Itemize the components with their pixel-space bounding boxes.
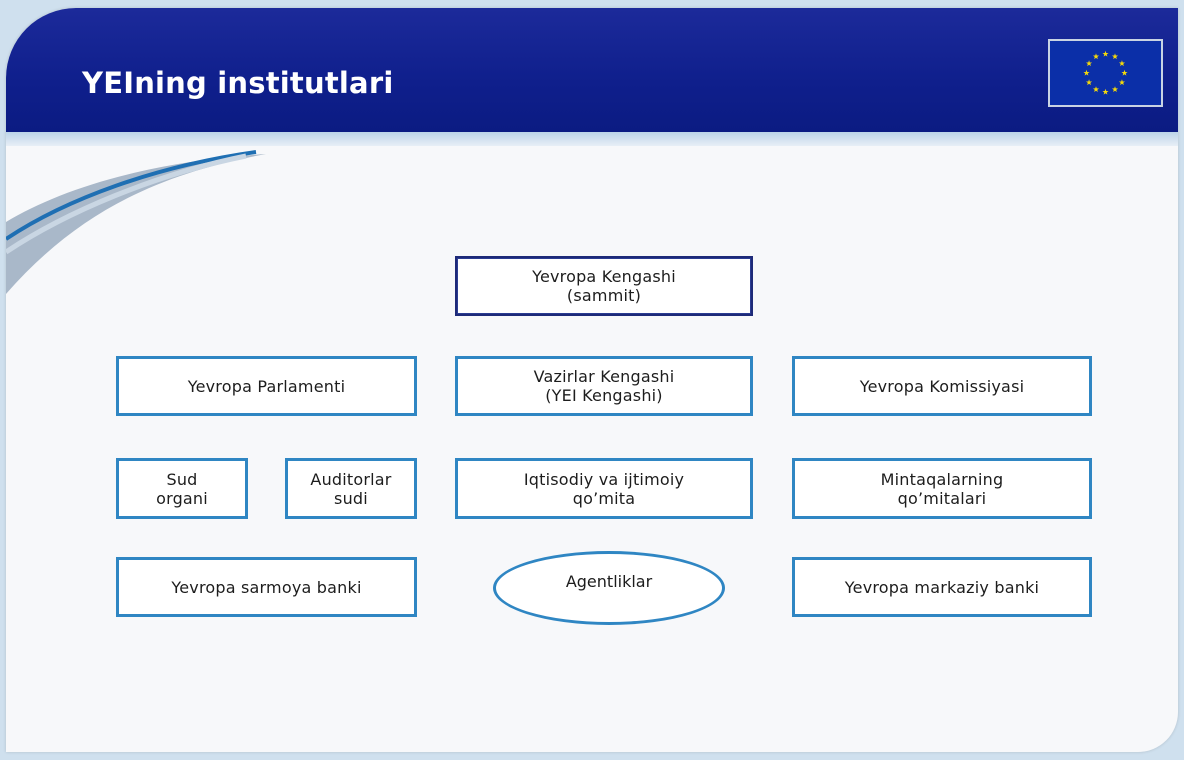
parliament-box: Yevropa Parlamenti — [116, 356, 417, 416]
court-box: Sud organi — [116, 458, 248, 519]
economic-social-committee-box: Iqtisodiy va ijtimoiy qo’mita — [455, 458, 753, 519]
regions-committee-box: Mintaqalarning qo’mitalari — [792, 458, 1092, 519]
slide: YEIning institutlari Yevropa Kengashi (s… — [6, 8, 1178, 752]
flag-star — [1111, 53, 1119, 60]
flag-star — [1092, 53, 1100, 60]
flag-star — [1111, 86, 1119, 93]
auditors-box: Auditorlar sudi — [285, 458, 417, 519]
eu-flag-icon — [1048, 39, 1163, 107]
slide-title: YEIning institutlari — [82, 66, 394, 100]
commission-box: Yevropa Komissiyasi — [792, 356, 1092, 416]
flag-star — [1102, 88, 1109, 95]
central-bank-box: Yevropa markaziy banki — [792, 557, 1092, 617]
header-divider — [6, 132, 1178, 146]
flag-star — [1102, 50, 1109, 57]
flag-star — [1083, 69, 1090, 76]
flag-star — [1086, 79, 1093, 86]
council-of-ministers-box: Vazirlar Kengashi (YEI Kengashi) — [455, 356, 753, 416]
eu-flag-stars — [1083, 50, 1128, 95]
flag-star — [1118, 79, 1125, 86]
flag-star — [1086, 60, 1093, 67]
flag-star — [1092, 86, 1100, 93]
header-bar — [6, 8, 1178, 132]
investment-bank-box: Yevropa sarmoya banki — [116, 557, 417, 617]
decorative-swoosh — [6, 150, 266, 294]
agencies-ellipse: Agentliklar — [493, 551, 725, 625]
flag-star — [1121, 69, 1128, 76]
flag-star — [1118, 60, 1125, 67]
european-council-box: Yevropa Kengashi (sammit) — [455, 256, 753, 316]
